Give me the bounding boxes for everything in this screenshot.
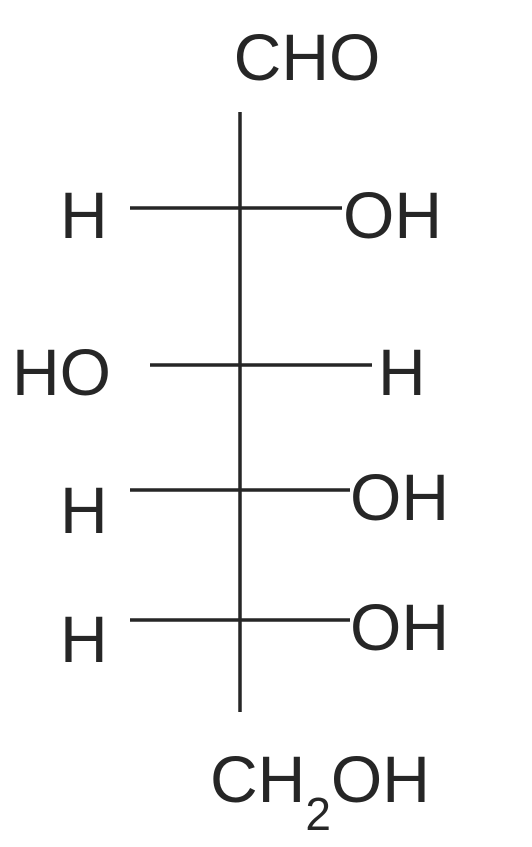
top-group-label: CHO xyxy=(234,20,381,94)
row-1-left-label: H xyxy=(60,178,108,252)
bottom-group-label: CH2OH xyxy=(210,742,430,840)
bottom-group-tail: OH xyxy=(331,742,430,816)
bottom-group-main: CH xyxy=(210,742,305,816)
row-3-right-label: OH xyxy=(350,460,449,534)
row-2-left-label: HO xyxy=(12,335,111,409)
row-4-right-label: OH xyxy=(350,590,449,664)
row-1-right-label: OH xyxy=(343,178,442,252)
row-4-left-label: H xyxy=(60,602,108,676)
bottom-group-subscript: 2 xyxy=(305,788,331,840)
row-3-left-label: H xyxy=(60,473,108,547)
row-2-right-label: H xyxy=(378,335,426,409)
